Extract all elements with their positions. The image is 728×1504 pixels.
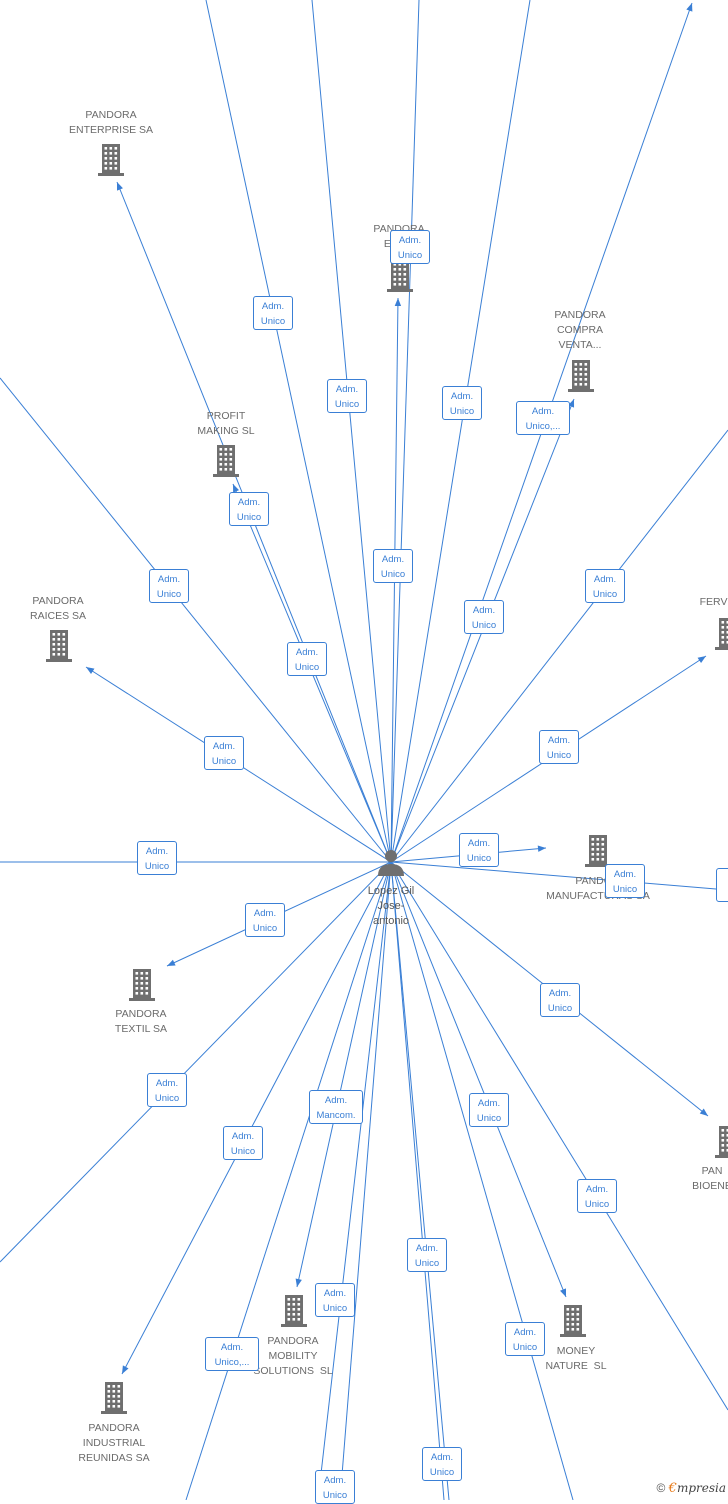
- edge-28: [186, 862, 391, 1500]
- arrowhead-16: [167, 960, 176, 966]
- edge-role-label[interactable]: Adm. Unico: [422, 1447, 462, 1481]
- building-icon[interactable]: [387, 260, 413, 292]
- edge-role-label[interactable]: Adm. Unico: [464, 600, 504, 634]
- building-icon[interactable]: [213, 445, 239, 477]
- building-icon[interactable]: [98, 144, 124, 176]
- edge-role-label[interactable]: Adm. Unico: [390, 230, 430, 264]
- building-icon[interactable]: [715, 1126, 728, 1158]
- building-icon[interactable]: [281, 1295, 307, 1327]
- edge-26: [340, 862, 391, 1500]
- edge-role-label[interactable]: Adm. Unico: [204, 736, 244, 770]
- arrowhead-6: [395, 298, 401, 306]
- edge-role-label[interactable]: Adm. Unico: [373, 549, 413, 583]
- arrowhead-19: [122, 1365, 129, 1374]
- node-label-pandora_enterprise[interactable]: PANDORA ENTERPRISE SA: [69, 108, 153, 138]
- node-icons: [46, 144, 728, 1414]
- edge-role-label[interactable]: Adm. Unico: [540, 983, 580, 1017]
- edge-role-label[interactable]: Adm. Unico: [149, 569, 189, 603]
- edge-role-label[interactable]: Adm. Unico: [327, 379, 367, 413]
- building-icon[interactable]: [585, 835, 611, 867]
- arrowhead-4: [686, 3, 692, 12]
- edge-role-label[interactable]: Adm. Unico: [505, 1322, 545, 1356]
- edge-role-label[interactable]: Adm. Mancom.: [309, 1090, 363, 1124]
- node-label-pandora_mobility[interactable]: PANDORA MOBILITY SOLUTIONS SL: [253, 1334, 332, 1379]
- brand-logo-text: mpresia: [677, 1481, 726, 1495]
- building-icon[interactable]: [560, 1305, 586, 1337]
- arrowhead-5: [117, 182, 123, 191]
- edge-role-label[interactable]: Adm. Unico,...: [516, 401, 570, 435]
- edge-role-label[interactable]: Adm. Unico: [539, 730, 579, 764]
- building-icon[interactable]: [129, 969, 155, 1001]
- node-label-money_nature[interactable]: MONEY NATURE SL: [545, 1344, 606, 1374]
- node-label-profit_making[interactable]: PROFIT MAKING SL: [197, 409, 254, 439]
- edge-role-label[interactable]: Adm. Unico: [605, 864, 645, 898]
- edge-role-label[interactable]: Adm. Unico: [147, 1073, 187, 1107]
- edge-2: [391, 0, 419, 862]
- edge-role-label[interactable]: Adm. Unico: [229, 492, 269, 526]
- arrowhead-11: [86, 667, 94, 674]
- node-label-pandora_compra[interactable]: PANDORA COMPRA VENTA...: [554, 308, 605, 353]
- edge-24: [391, 862, 449, 1500]
- edge-role-label[interactable]: Adm. Unico: [442, 386, 482, 420]
- arrowhead-21: [560, 1288, 566, 1297]
- node-label-fervi[interactable]: FERVI: [700, 595, 728, 610]
- node-label-pandora_bioenergia[interactable]: PAN BIOENE: [692, 1164, 728, 1194]
- center-person-label[interactable]: Lopez Gil Jose- antonio: [368, 884, 414, 929]
- copyright-symbol: ©: [656, 1481, 665, 1495]
- node-label-pandora_textil[interactable]: PANDORA TEXTIL SA: [115, 1007, 167, 1037]
- edge-role-label[interactable]: Adm. Unico: [223, 1126, 263, 1160]
- arrowhead-14: [538, 846, 546, 852]
- edge-role-label[interactable]: Adm. Unico: [585, 569, 625, 603]
- brand-logo-e: €: [669, 1481, 677, 1496]
- edge-22: [391, 862, 728, 1410]
- edge-10: [391, 430, 728, 862]
- arrowhead-17: [700, 1109, 708, 1116]
- edge-role-label[interactable]: Adm. Unico: [253, 296, 293, 330]
- node-label-pandora_raices[interactable]: PANDORA RAICES SA: [30, 594, 86, 624]
- edge-21: [391, 862, 566, 1297]
- edge-27: [318, 862, 391, 1500]
- edge-role-label[interactable]: Adm. Unico,...: [205, 1337, 259, 1371]
- edge-role-label[interactable]: S... U...: [716, 868, 728, 902]
- edge-role-label[interactable]: Adm. Unico: [469, 1093, 509, 1127]
- edge-role-label[interactable]: Adm. Unico: [577, 1179, 617, 1213]
- brand-watermark: © €mpresia: [656, 1481, 726, 1496]
- edge-role-label[interactable]: Adm. Unico: [245, 903, 285, 937]
- edge-role-label[interactable]: Adm. Unico: [459, 833, 499, 867]
- building-icon[interactable]: [568, 360, 594, 392]
- building-icon[interactable]: [715, 618, 728, 650]
- edge-23: [391, 862, 573, 1500]
- node-label-pandora_industrial[interactable]: PANDORA INDUSTRIAL REUNIDAS SA: [78, 1421, 149, 1466]
- building-icon[interactable]: [46, 630, 72, 662]
- edge-role-label[interactable]: Adm. Unico: [315, 1470, 355, 1504]
- arrowhead-12: [698, 656, 706, 663]
- edge-3: [391, 0, 530, 862]
- edge-role-label[interactable]: Adm. Unico: [315, 1283, 355, 1317]
- edge-1: [312, 0, 391, 862]
- edge-role-label[interactable]: Adm. Unico: [137, 841, 177, 875]
- edge-role-label[interactable]: Adm. Unico: [287, 642, 327, 676]
- edge-role-label[interactable]: Adm. Unico: [407, 1238, 447, 1272]
- edge-25: [391, 862, 444, 1500]
- edge-18: [0, 862, 391, 1262]
- arrowhead-20: [296, 1278, 302, 1287]
- building-icon[interactable]: [101, 1382, 127, 1414]
